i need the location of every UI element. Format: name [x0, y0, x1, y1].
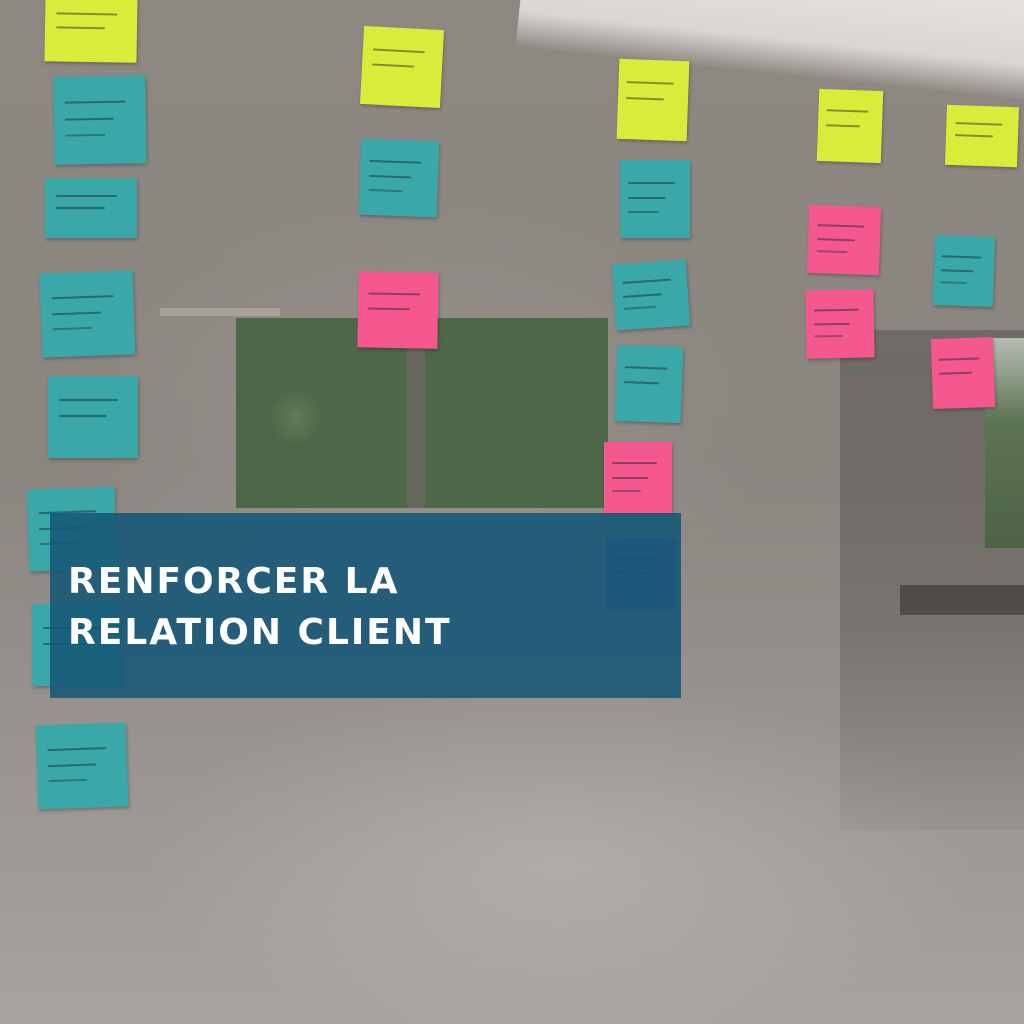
sticky-note: [611, 259, 691, 331]
sticky-note: [360, 25, 444, 109]
ceiling-area: [515, 0, 1024, 113]
sticky-note: [805, 289, 875, 359]
sticky-note: [944, 104, 1020, 168]
sticky-note: [39, 270, 136, 358]
window-frame-reflection: [160, 308, 280, 316]
sticky-note: [357, 271, 439, 349]
title-banner: RENFORCER LA RELATION CLIENT: [50, 513, 681, 698]
window-mullion: [407, 318, 425, 508]
sticky-note: [48, 376, 138, 458]
sticky-note: [53, 75, 147, 165]
sticky-note: [620, 160, 690, 238]
sticky-note: [616, 58, 690, 142]
sticky-note: [932, 234, 996, 308]
sticky-note: [358, 138, 440, 218]
table-reflection: [900, 585, 1024, 615]
sticky-note: [816, 88, 884, 164]
title-line-2: RELATION CLIENT: [68, 612, 452, 653]
sticky-note: [35, 722, 129, 810]
title-line-1: RENFORCER LA: [68, 561, 400, 602]
sticky-note: [45, 178, 137, 238]
sticky-note: [930, 336, 996, 410]
sticky-note: [614, 344, 684, 424]
sticky-note: [806, 204, 882, 276]
sticky-note: [44, 0, 138, 63]
sticky-note: [604, 442, 672, 514]
